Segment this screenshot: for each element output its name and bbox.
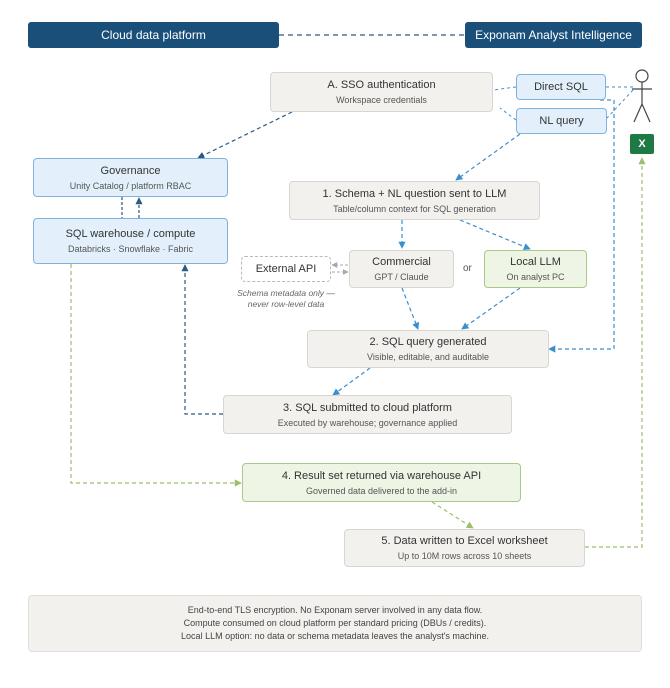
step2-to-step3-link: [332, 367, 371, 396]
step3-title: 3. SQL submitted to cloud platform: [283, 401, 452, 414]
local-llm-box: Local LLM On analyst PC: [484, 250, 587, 288]
direct-sql-box: Direct SQL: [516, 74, 606, 100]
direct-sql-to-step2-link: [548, 99, 615, 353]
direct-sql-to-sso-link: [492, 86, 517, 91]
governance-box: Governance Unity Catalog / platform RBAC: [33, 158, 228, 197]
exponam-header: Exponam Analyst Intelligence: [465, 22, 642, 48]
sso-authentication-box: A. SSO authentication Workspace credenti…: [270, 72, 493, 112]
excel-icon: X: [630, 134, 654, 154]
cloud-platform-header-label: Cloud data platform: [101, 28, 206, 42]
user-to-nl-query-link: [606, 89, 634, 119]
nl-query-title: NL query: [539, 115, 584, 127]
governance-title: Governance: [100, 164, 161, 177]
footer-line1: End-to-end TLS encryption. No Exponam se…: [187, 605, 483, 615]
external-api-box: External API: [241, 256, 331, 282]
sso-to-governance-link: [197, 111, 293, 159]
commercial-subtitle: GPT / Claude: [374, 272, 429, 282]
step5-box: 5. Data written to Excel worksheet Up to…: [344, 529, 585, 567]
commercial-to-step2-link: [401, 287, 420, 330]
step4-to-step5-link: [431, 501, 474, 529]
step3-to-warehouse-link: [181, 264, 223, 415]
governance-subtitle: Unity Catalog / platform RBAC: [69, 180, 192, 191]
nl-query-box: NL query: [516, 108, 607, 134]
step4-subtitle: Governed data delivered to the add-in: [305, 485, 458, 496]
sql-warehouse-box: SQL warehouse / compute Databricks · Sno…: [33, 218, 228, 264]
direct-sql-title: Direct SQL: [534, 81, 588, 93]
step1-box: 1. Schema + NL question sent to LLM Tabl…: [289, 181, 540, 220]
step2-title: 2. SQL query generated: [369, 336, 487, 348]
excel-icon-label: X: [638, 138, 646, 150]
local-llm-subtitle: On analyst PC: [506, 272, 565, 282]
footer-line3: Local LLM option: no data or schema meta…: [181, 631, 489, 641]
step1-subtitle: Table/column context for SQL generation: [333, 203, 496, 214]
warehouse-subtitle: Databricks · Snowflake · Fabric: [67, 244, 194, 254]
step5-title: 5. Data written to Excel worksheet: [381, 535, 548, 547]
step3-box: 3. SQL submitted to cloud platform Execu…: [223, 395, 512, 434]
schema-note-line1: Schema metadata only —: [237, 288, 335, 298]
sso-title: A. SSO authentication: [327, 79, 436, 91]
local-llm-to-step2-link: [461, 287, 521, 330]
footer-notes: End-to-end TLS encryption. No Exponam se…: [28, 595, 642, 652]
nl-query-to-sso-link: [499, 107, 517, 121]
step5-subtitle: Up to 10M rows across 10 sheets: [397, 551, 532, 561]
step4-box: 4. Result set returned via warehouse API…: [242, 463, 521, 502]
step5-to-excel-link: [585, 157, 646, 548]
local-llm-title: Local LLM: [510, 256, 561, 268]
exponam-header-label: Exponam Analyst Intelligence: [475, 28, 632, 42]
cloud-platform-header: Cloud data platform: [28, 22, 279, 48]
warehouse-title: SQL warehouse / compute: [65, 228, 196, 240]
external-api-title: External API: [255, 263, 317, 275]
warehouse-to-step4-link: [70, 264, 242, 487]
footer-line2: Compute consumed on cloud platform per s…: [183, 618, 487, 628]
stick-figure-user-icon: [632, 69, 652, 123]
step3-subtitle: Executed by warehouse; governance applie…: [277, 417, 458, 428]
step1-title: 1. Schema + NL question sent to LLM: [322, 187, 507, 200]
sso-subtitle: Workspace credentials: [336, 95, 427, 105]
commercial-title: Commercial: [372, 256, 431, 268]
step1-to-local-llm-link: [459, 219, 531, 250]
step2-box: 2. SQL query generated Visible, editable…: [307, 330, 549, 368]
or-label: or: [463, 263, 472, 274]
step4-title: 4. Result set returned via warehouse API: [281, 469, 482, 482]
step2-subtitle: Visible, editable, and auditable: [367, 352, 489, 362]
schema-note-line2: never row-level data: [247, 299, 325, 309]
schema-metadata-note: Schema metadata only — never row-level d…: [226, 288, 346, 310]
nl-query-to-step1-link: [455, 133, 521, 181]
commercial-llm-box: Commercial GPT / Claude: [349, 250, 454, 288]
